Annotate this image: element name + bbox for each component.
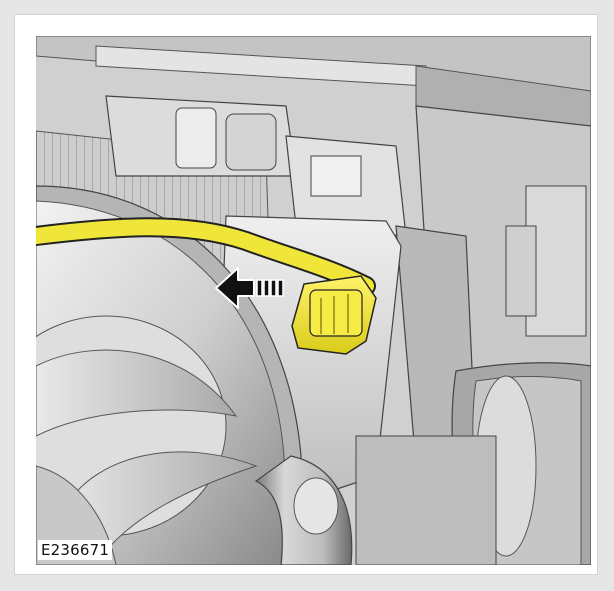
figure-id-label: E236671 xyxy=(38,540,113,560)
coolant-hose xyxy=(254,455,353,565)
upper-bracket xyxy=(105,95,407,237)
engine-bay-illustration xyxy=(36,36,591,565)
electrical-connector xyxy=(291,275,377,355)
arrow-left-icon xyxy=(215,267,284,309)
cooling-fan xyxy=(36,185,302,565)
wiring-harness-highlight xyxy=(36,217,376,296)
air-intake-duct xyxy=(355,362,591,565)
